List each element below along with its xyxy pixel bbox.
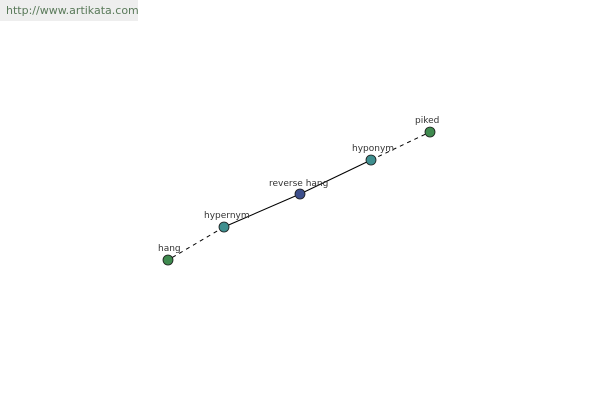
node-hang[interactable]: hang bbox=[158, 244, 181, 266]
node-label-reverse-hang: reverse hang bbox=[269, 179, 328, 189]
node-piked[interactable]: piked bbox=[415, 116, 439, 138]
node-hypernym[interactable]: hypernym bbox=[204, 211, 250, 233]
word-node-icon bbox=[424, 126, 436, 138]
node-label-hang: hang bbox=[158, 244, 181, 254]
node-hyponym[interactable]: hyponym bbox=[352, 144, 394, 166]
node-reverse-hang[interactable]: reverse hang bbox=[269, 179, 328, 200]
center-node-icon bbox=[294, 188, 306, 200]
edge-hyponym-piked bbox=[370, 131, 431, 161]
site-header: http://www.artikata.com bbox=[0, 0, 139, 21]
node-label-hyponym: hyponym bbox=[352, 144, 394, 154]
node-label-hypernym: hypernym bbox=[204, 211, 250, 221]
edge-center-hyponym bbox=[299, 159, 372, 195]
edge-hypernym-hang bbox=[167, 226, 225, 261]
edge-center-hypernym bbox=[223, 193, 301, 228]
site-url-link[interactable]: http://www.artikata.com bbox=[6, 4, 139, 17]
node-label-piked: piked bbox=[415, 116, 439, 126]
relation-node-icon bbox=[365, 154, 377, 166]
word-node-icon bbox=[162, 254, 174, 266]
relation-node-icon bbox=[218, 221, 230, 233]
